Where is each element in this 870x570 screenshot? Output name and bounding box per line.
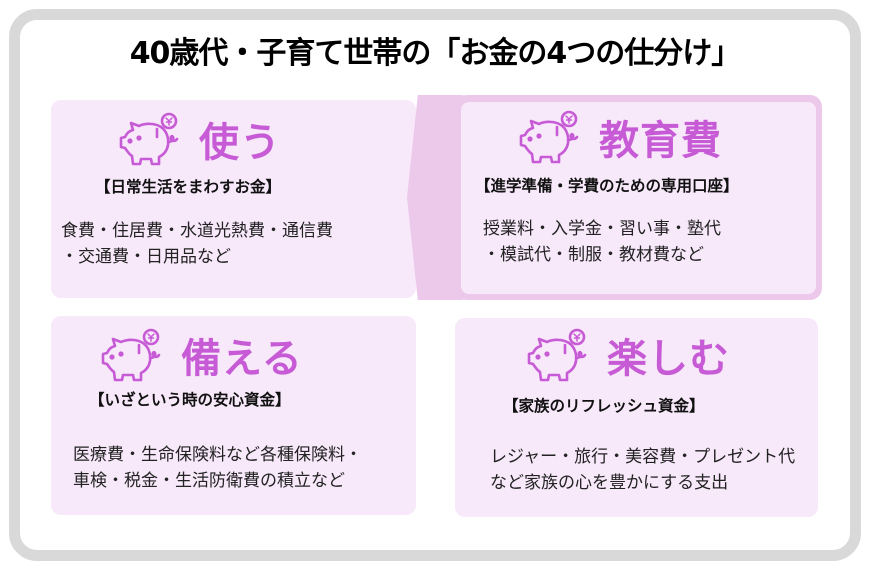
card-header: 楽しむ	[527, 328, 730, 384]
card-description-line: ・交通費・日用品など	[61, 247, 231, 267]
card-description-line: 車検・税金・生活防衛費の積立など	[73, 471, 345, 491]
card-header: 教育費	[519, 110, 722, 166]
piggy-bank-yen-icon	[101, 328, 161, 382]
card-spend: 使う 【日常生活をまわすお金】 食費・住居費・水道光熱費・通信費 ・交通費・日用…	[51, 100, 416, 298]
card-subtitle: 【いざという時の安心資金】	[89, 391, 291, 409]
card-prepare: 備える 【いざという時の安心資金】 医療費・生命保険料など各種保険料・ 車検・税…	[51, 316, 416, 515]
card-header: 備える	[101, 328, 303, 384]
card-description-line: 授業料・入学金・習い事・塾代	[483, 219, 721, 239]
card-description-line: 医療費・生命保険料など各種保険料・	[73, 445, 362, 465]
card-enjoy: 楽しむ 【家族のリフレッシュ資金】 レジャー・旅行・美容費・プレゼント代 など家…	[455, 318, 818, 517]
card-description-line: レジャー・旅行・美容費・プレゼント代	[490, 447, 796, 467]
card-description-line: ・模試代・制服・教材費など	[483, 245, 704, 265]
card-header: 使う	[119, 112, 281, 168]
card-heading: 楽しむ	[607, 336, 730, 382]
card-heading: 備える	[181, 336, 303, 382]
page-title: 40歳代・子育て世帯の「お金の4つの仕分け」	[129, 36, 742, 71]
piggy-bank-yen-icon	[119, 112, 179, 166]
card-heading: 教育費	[599, 118, 722, 164]
card-subtitle: 【日常生活をまわすお金】	[95, 178, 282, 196]
card-description-line: 食費・住居費・水道光熱費・通信費	[61, 221, 333, 241]
piggy-bank-yen-icon	[519, 110, 579, 164]
card-education: 教育費 【進学準備・学費のための専用口座】 授業料・入学金・習い事・塾代 ・模試…	[461, 102, 816, 294]
card-subtitle: 【家族のリフレッシュ資金】	[503, 397, 705, 415]
card-heading: 使う	[199, 120, 281, 166]
card-subtitle: 【進学準備・学費のための専用口座】	[475, 177, 739, 195]
card-description-line: など家族の心を豊かにする支出	[490, 473, 729, 493]
piggy-bank-yen-icon	[527, 328, 587, 382]
